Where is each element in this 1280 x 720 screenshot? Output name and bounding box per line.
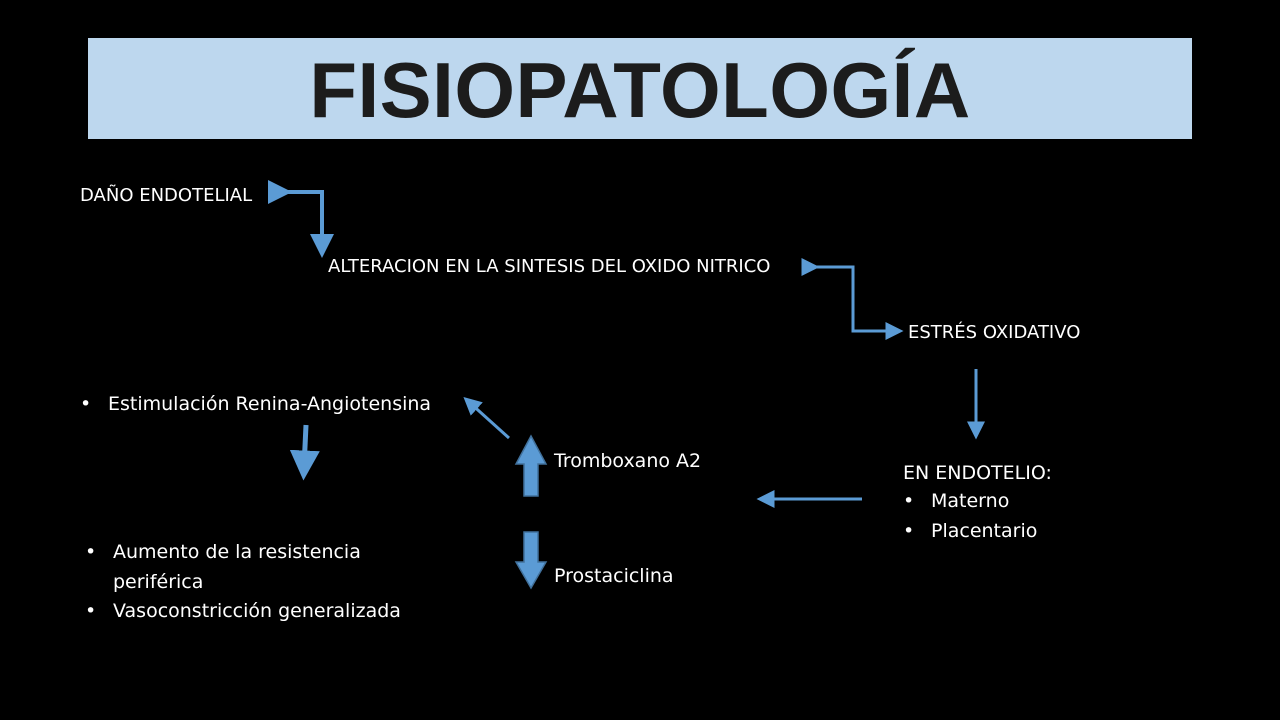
thromboxane-increase-arrow xyxy=(514,434,548,497)
node-thromboxane: Tromboxano A2 xyxy=(554,450,702,472)
effects-list: Aumento de la resistencia periférica Vas… xyxy=(85,538,415,627)
node-renin-angiotensin: Estimulación Renina-Angiotensina xyxy=(80,390,431,420)
title-banner: FISIOPATOLOGÍA xyxy=(88,38,1192,139)
arrow-nitric-oxide-to-stress xyxy=(801,258,904,340)
node-prostacyclin: Prostaciclina xyxy=(554,565,674,587)
arrow-thromboxane-to-renin xyxy=(463,396,511,440)
endothelium-item-maternal: Materno xyxy=(903,487,1037,517)
renin-list: Estimulación Renina-Angiotensina xyxy=(80,390,431,420)
endothelium-item-placental: Placentario xyxy=(903,517,1037,547)
arrow-damage-to-nitric-oxide xyxy=(268,180,334,258)
effect-vasoconstriction: Vasoconstricción generalizada xyxy=(85,597,415,627)
node-endothelial-damage: DAÑO ENDOTELIAL xyxy=(80,185,253,206)
node-oxidative-stress: ESTRÉS OXIDATIVO xyxy=(908,322,1081,343)
effect-peripheral-resistance: Aumento de la resistencia periférica xyxy=(85,538,415,597)
prostacyclin-decrease-arrow xyxy=(514,531,548,590)
node-nitric-oxide-synthesis: ALTERACION EN LA SINTESIS DEL OXIDO NITR… xyxy=(328,256,771,277)
endothelium-list: Materno Placentario xyxy=(903,487,1037,546)
node-endothelium-heading: EN ENDOTELIO: xyxy=(903,462,1052,484)
arrow-renin-to-effects xyxy=(289,424,320,481)
slide-title: FISIOPATOLOGÍA xyxy=(309,45,971,134)
